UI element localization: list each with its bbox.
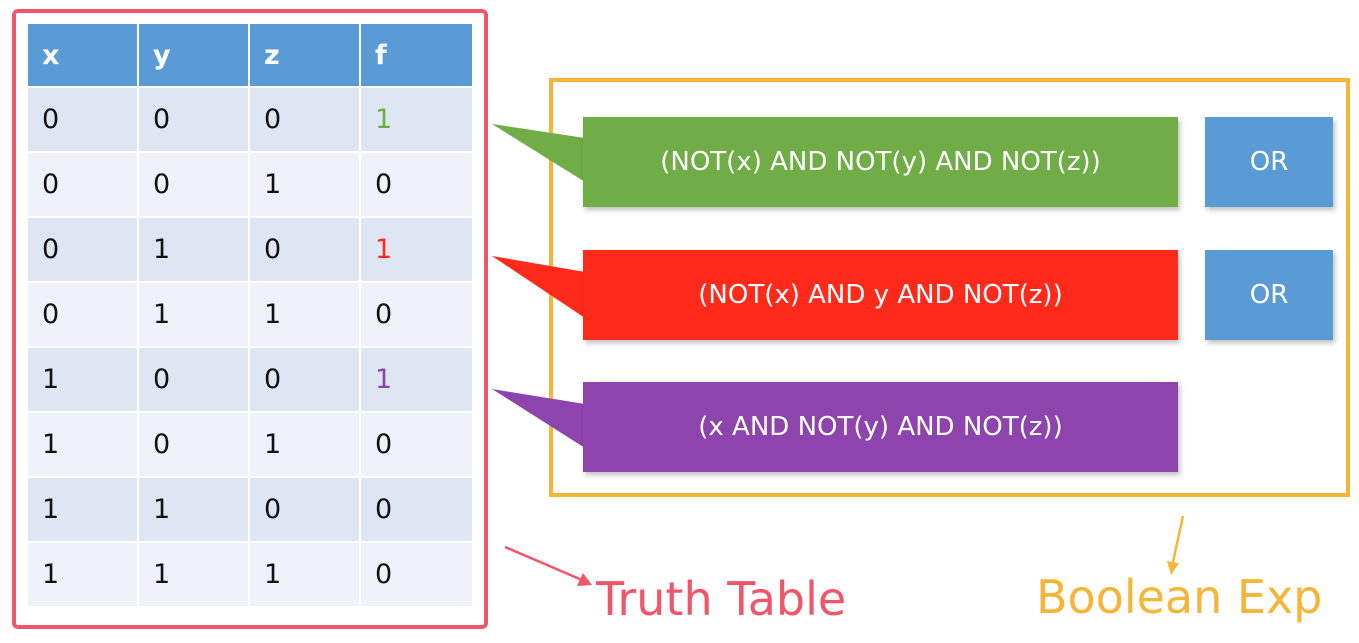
cell-f: 1 bbox=[361, 216, 472, 281]
header-x: x bbox=[28, 24, 139, 86]
expression-box-red: (NOT(x) AND y AND NOT(z)) bbox=[583, 250, 1178, 340]
table-header-row: x y z f bbox=[28, 24, 472, 86]
cell-f: 0 bbox=[361, 541, 472, 606]
table-row: 1 1 0 0 bbox=[28, 476, 472, 541]
boolean-exp-caption-arrow bbox=[1167, 515, 1185, 575]
boolean-exp-caption: Boolean Exp bbox=[1036, 570, 1323, 624]
cell-f: 1 bbox=[361, 346, 472, 411]
cell-y: 1 bbox=[139, 216, 250, 281]
header-y: y bbox=[139, 24, 250, 86]
cell-f: 0 bbox=[361, 281, 472, 346]
cell-x: 0 bbox=[28, 281, 139, 346]
table-row: 0 0 1 0 bbox=[28, 151, 472, 216]
truth-table-caption: Truth Table bbox=[596, 572, 847, 626]
cell-y: 1 bbox=[139, 541, 250, 606]
cell-y: 0 bbox=[139, 346, 250, 411]
truth-table-frame bbox=[12, 9, 488, 629]
table-row: 1 0 1 0 bbox=[28, 411, 472, 476]
cell-x: 1 bbox=[28, 346, 139, 411]
callout-pointer-green bbox=[492, 124, 585, 182]
cell-y: 0 bbox=[139, 411, 250, 476]
or-box: OR bbox=[1205, 117, 1333, 207]
header-z: z bbox=[250, 24, 361, 86]
table-row: 0 0 0 1 bbox=[28, 86, 472, 151]
cell-y: 0 bbox=[139, 151, 250, 216]
cell-x: 1 bbox=[28, 411, 139, 476]
cell-z: 0 bbox=[250, 216, 361, 281]
truth-table-caption-arrow bbox=[504, 545, 592, 586]
cell-z: 0 bbox=[250, 476, 361, 541]
cell-x: 0 bbox=[28, 86, 139, 151]
expression-text: (NOT(x) AND NOT(y) AND NOT(z)) bbox=[660, 147, 1101, 177]
cell-x: 0 bbox=[28, 216, 139, 281]
cell-f: 0 bbox=[361, 411, 472, 476]
or-box: OR bbox=[1205, 250, 1333, 340]
table-row: 0 1 1 0 bbox=[28, 281, 472, 346]
header-f: f bbox=[361, 24, 472, 86]
table-row: 0 1 0 1 bbox=[28, 216, 472, 281]
cell-x: 1 bbox=[28, 476, 139, 541]
expression-box-green: (NOT(x) AND NOT(y) AND NOT(z)) bbox=[583, 117, 1178, 207]
cell-x: 0 bbox=[28, 151, 139, 216]
or-label: OR bbox=[1249, 280, 1289, 310]
cell-z: 1 bbox=[250, 151, 361, 216]
cell-y: 0 bbox=[139, 86, 250, 151]
cell-y: 1 bbox=[139, 476, 250, 541]
cell-z: 0 bbox=[250, 346, 361, 411]
expression-text: (x AND NOT(y) AND NOT(z)) bbox=[698, 412, 1063, 442]
callout-pointer-red bbox=[492, 256, 585, 318]
cell-z: 1 bbox=[250, 411, 361, 476]
expression-box-purple: (x AND NOT(y) AND NOT(z)) bbox=[583, 382, 1178, 472]
table-row: 1 1 1 0 bbox=[28, 541, 472, 606]
cell-f: 0 bbox=[361, 476, 472, 541]
cell-x: 1 bbox=[28, 541, 139, 606]
cell-f: 0 bbox=[361, 151, 472, 216]
cell-z: 1 bbox=[250, 541, 361, 606]
callout-pointer-purple bbox=[492, 389, 585, 448]
expression-text: (NOT(x) AND y AND NOT(z)) bbox=[698, 280, 1063, 310]
cell-z: 0 bbox=[250, 86, 361, 151]
cell-z: 1 bbox=[250, 281, 361, 346]
or-label: OR bbox=[1249, 147, 1289, 177]
cell-y: 1 bbox=[139, 281, 250, 346]
table-row: 1 0 0 1 bbox=[28, 346, 472, 411]
truth-table: x y z f 0 0 0 1 0 0 1 0 0 1 0 1 0 1 1 0 bbox=[28, 24, 472, 606]
cell-f: 1 bbox=[361, 86, 472, 151]
